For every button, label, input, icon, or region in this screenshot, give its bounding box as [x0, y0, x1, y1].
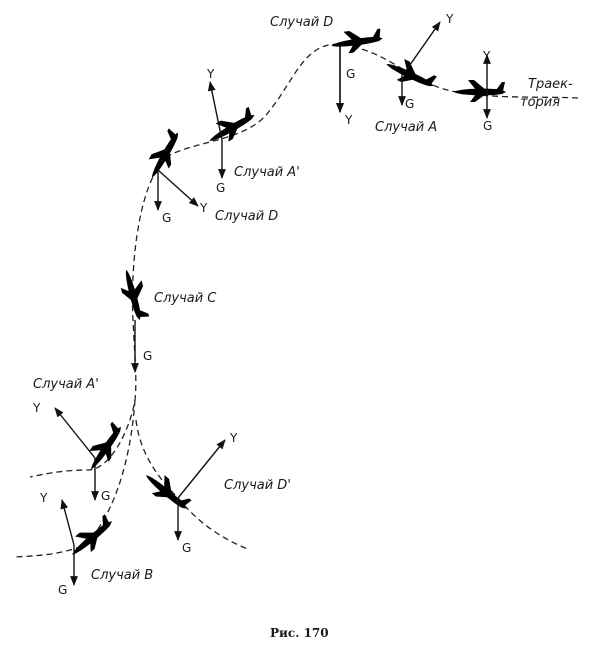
case-label-d-top: Случай D: [270, 15, 333, 30]
vector-label-g: G: [216, 181, 225, 195]
vector-label-y: Y: [206, 67, 215, 81]
trajectory-pullout-b: [13, 399, 136, 558]
case-label-d-mid: Случай D: [215, 209, 278, 224]
vector-label-y: Y: [344, 113, 353, 127]
case-label-a-prime-lower: Случай A': [33, 377, 99, 392]
vector-label-y: Y: [482, 49, 491, 63]
vector-label-g: G: [58, 583, 67, 597]
airplane-icon: [382, 53, 439, 96]
vector-label-y: Y: [32, 401, 41, 415]
vector-label-g: G: [483, 119, 492, 133]
airplane-icon: [454, 80, 506, 102]
vector-label-g: G: [101, 489, 110, 503]
airplane-icon: [81, 419, 130, 476]
figure-caption: Рис. 170: [270, 626, 329, 640]
airplane-icon: [139, 466, 194, 517]
vector-label-g: G: [162, 211, 171, 225]
airplane-icon: [141, 126, 187, 183]
vector-label-g: G: [143, 349, 152, 363]
trajectory-label-line1: Траек-: [528, 77, 573, 92]
vector-label-y: Y: [39, 491, 48, 505]
case-label-c: Случай C: [154, 291, 217, 306]
vector-label-g: G: [182, 541, 191, 555]
vector-label-g: G: [405, 97, 414, 111]
lift-arrow: [404, 21, 441, 73]
airplane-icon: [116, 266, 152, 323]
case-label-a: Случай A: [375, 120, 437, 135]
lift-arrow: [54, 407, 96, 459]
vector-label-y: Y: [199, 201, 208, 215]
lift-arrow: [60, 499, 75, 546]
lift-arrow: [177, 439, 226, 499]
vector-label-y: Y: [229, 431, 238, 445]
case-label-a-prime-upper: Случай A': [234, 165, 300, 180]
case-label-d-prime: Случай D': [224, 478, 291, 493]
case-label-b: Случай B: [91, 568, 153, 583]
trajectory-main: [29, 43, 579, 478]
trajectory-pullout-d-prime: [135, 419, 251, 551]
lift-arrow: [157, 169, 199, 207]
vector-label-g: G: [346, 67, 355, 81]
airplane-icon: [329, 26, 385, 56]
lift-arrow: [207, 81, 223, 141]
trajectory-label-line2: тория: [520, 95, 560, 110]
vector-label-y: Y: [445, 12, 454, 26]
